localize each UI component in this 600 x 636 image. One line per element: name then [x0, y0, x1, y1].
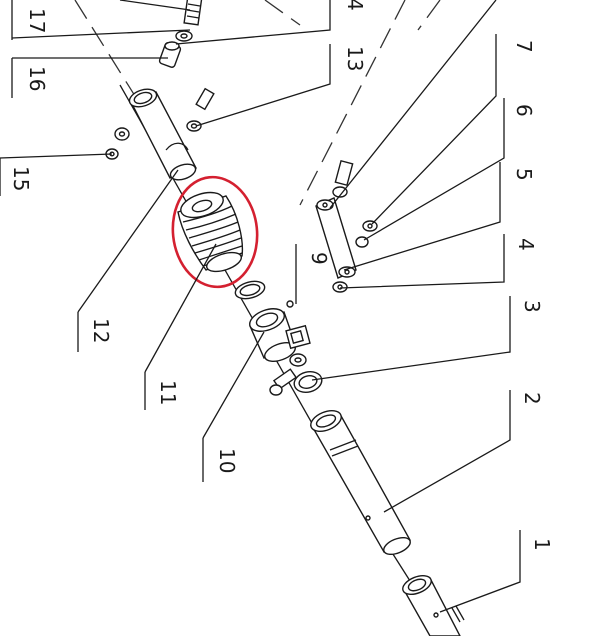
part-labels: 17 16 15 4 13 12 11 10 9 7 6 5 4 3 2 1 — [9, 0, 554, 551]
label-15: 15 — [9, 166, 33, 191]
snap-ring-part — [234, 280, 266, 300]
label-5: 5 — [512, 168, 536, 181]
spring-part-11 — [177, 191, 244, 273]
label-10: 10 — [215, 448, 239, 473]
label-12: 12 — [89, 318, 113, 343]
label-7: 7 — [512, 40, 536, 53]
small-sleeve-part — [158, 41, 182, 68]
label-17: 17 — [25, 8, 49, 33]
bracket-bolt-part-7 — [332, 159, 378, 293]
side-bolt-part — [269, 368, 298, 396]
label-11: 11 — [156, 380, 180, 405]
nut-washer-part-3 — [289, 353, 323, 394]
label-4: 4 — [514, 238, 538, 251]
label-3: 3 — [520, 300, 544, 313]
bottom-tube-part-1 — [402, 574, 465, 636]
grease-nipple-part — [186, 87, 215, 132]
bracket-plate-part-9 — [315, 197, 357, 279]
upper-tube-part-12 — [128, 88, 197, 181]
label-9: 9 — [307, 252, 331, 265]
label-14-partial: 4 — [343, 0, 367, 11]
label-2: 2 — [520, 392, 544, 405]
label-13: 13 — [343, 46, 367, 71]
highlight-circle — [171, 175, 259, 289]
lower-shaft-part-2 — [310, 410, 411, 556]
leader-lines — [0, 0, 521, 613]
label-6: 6 — [512, 104, 536, 117]
label-16: 16 — [25, 66, 49, 91]
label-1: 1 — [530, 538, 554, 551]
collar-part-10 — [249, 308, 311, 362]
top-bolt-part — [175, 0, 203, 42]
small-pin-part — [286, 300, 294, 308]
